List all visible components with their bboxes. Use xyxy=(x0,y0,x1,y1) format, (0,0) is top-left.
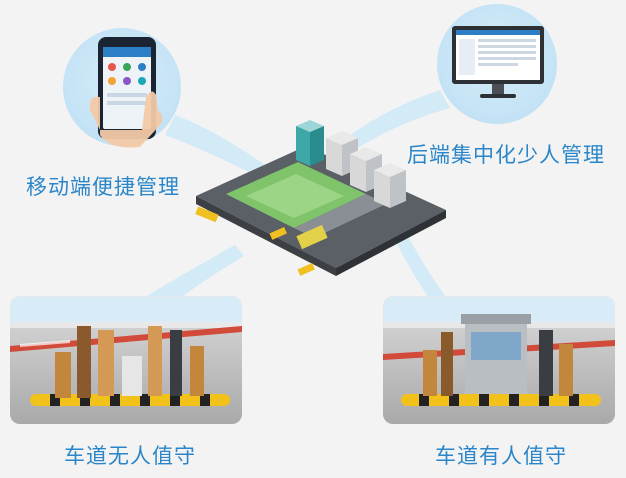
parking-lot-illustration xyxy=(195,120,446,276)
unmanned-lane-scene xyxy=(10,326,242,406)
connector-manned xyxy=(395,236,445,300)
label-manned: 车道有人值守 xyxy=(435,444,567,468)
unmanned-lane-panel xyxy=(10,296,242,424)
phone-header xyxy=(103,47,151,57)
connector-backend xyxy=(330,90,450,158)
bus xyxy=(195,206,219,223)
gate-house xyxy=(296,224,328,250)
label-unmanned: 车道无人值守 xyxy=(64,444,196,468)
connector-unmanned xyxy=(140,245,244,310)
building-3 xyxy=(374,163,406,208)
hand xyxy=(89,91,163,148)
label-backend: 后端集中化少人管理 xyxy=(407,143,605,167)
booth-roof xyxy=(461,314,531,324)
monitor-illustration xyxy=(452,26,544,98)
building-tower xyxy=(296,120,324,166)
lot-road-stripe xyxy=(294,194,386,238)
phone-illustration xyxy=(89,37,163,148)
manned-lane-scene xyxy=(383,314,615,406)
connector-mobile xyxy=(165,115,265,175)
manned-lane-panel xyxy=(383,296,615,424)
label-mobile: 移动端便捷管理 xyxy=(26,175,180,199)
